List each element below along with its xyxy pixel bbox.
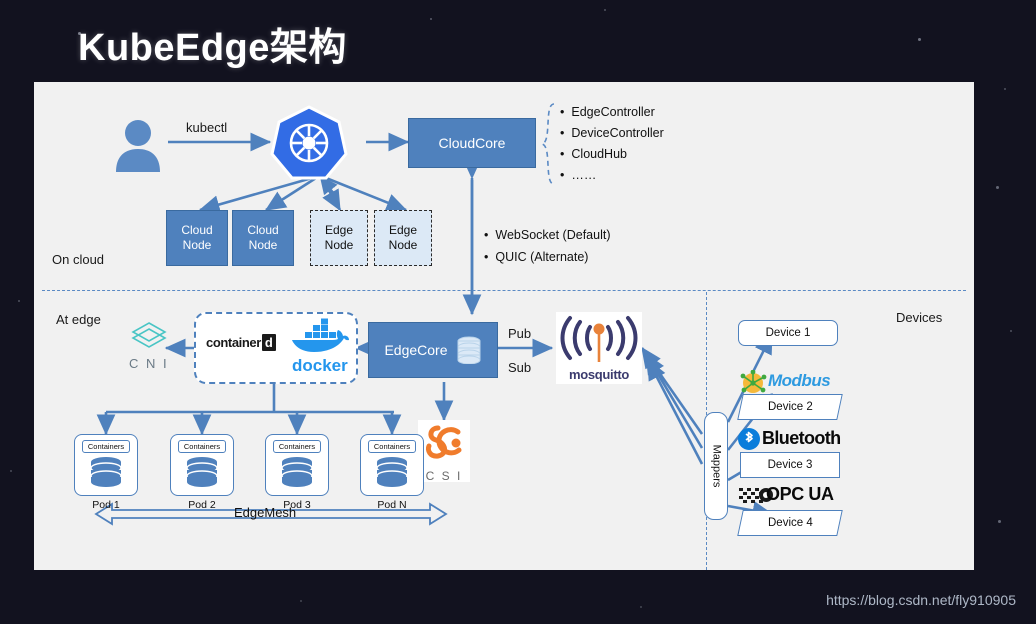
architecture-diagram: On cloud At edge Devices kubectl bbox=[34, 82, 974, 570]
bluetooth-label: Bluetooth bbox=[762, 428, 841, 448]
modbus-label: Modbus bbox=[768, 371, 831, 390]
pod-3[interactable]: Containers Pod 3 bbox=[265, 434, 329, 511]
containers-chip: Containers bbox=[177, 440, 227, 453]
containerd-logo: container d bbox=[206, 334, 276, 351]
csi-label: C S I bbox=[425, 469, 463, 483]
node-line-1: Edge bbox=[388, 223, 418, 237]
page-title: KubeEdge架构 bbox=[78, 27, 347, 69]
edgecore-label: EdgeCore bbox=[384, 342, 448, 358]
database-icon bbox=[186, 457, 218, 487]
database-icon bbox=[376, 457, 408, 487]
node-line-1: Edge bbox=[324, 223, 354, 237]
device-1-box[interactable]: Device 1 bbox=[738, 320, 838, 346]
transport-protocol: WebSocket (Default) bbox=[484, 224, 610, 246]
cni-icon bbox=[126, 320, 172, 354]
cloud-edge-divider bbox=[42, 290, 966, 291]
docker-label: docker bbox=[292, 356, 348, 375]
database-icon bbox=[281, 457, 313, 487]
cni-label: C N I bbox=[129, 356, 169, 371]
node-line-1: Cloud bbox=[247, 223, 279, 237]
cloudcore-box[interactable]: CloudCore bbox=[408, 118, 536, 168]
node-line-2: Node bbox=[182, 238, 212, 252]
cloudcore-brace bbox=[541, 103, 555, 185]
node-line-1: Cloud bbox=[181, 223, 213, 237]
cloudcore-component: DeviceController bbox=[560, 123, 663, 144]
sub-label: Sub bbox=[508, 360, 532, 375]
bluetooth-logo: Bluetooth bbox=[738, 428, 848, 452]
zone-label-at-edge: At edge bbox=[56, 312, 101, 327]
containers-chip: Containers bbox=[367, 440, 417, 453]
zone-label-devices: Devices bbox=[896, 310, 943, 325]
device-name: Device 1 bbox=[765, 327, 811, 339]
edgecore-box[interactable]: EdgeCore bbox=[368, 322, 498, 378]
cloudcore-component: CloudHub bbox=[560, 144, 664, 165]
kubectl-label: kubectl bbox=[186, 120, 228, 135]
transport-protocol-list: WebSocket (Default) QUIC (Alternate) bbox=[484, 224, 611, 268]
cloud-node-2[interactable]: Cloud Node bbox=[232, 210, 294, 266]
containers-chip: Containers bbox=[272, 440, 322, 453]
database-icon bbox=[457, 336, 481, 364]
opcua-logo: OPC UA bbox=[738, 484, 848, 510]
containerd-label: container bbox=[206, 335, 261, 350]
database-icon bbox=[90, 457, 122, 487]
node-line-2: Node bbox=[388, 238, 418, 252]
edgemesh-label: EdgeMesh bbox=[234, 505, 297, 520]
node-line-2: Node bbox=[248, 238, 278, 252]
device-4-box[interactable]: Device 4 bbox=[737, 510, 843, 536]
device-3-box[interactable]: Device 3 bbox=[740, 452, 840, 478]
device-name: Device 3 bbox=[767, 459, 813, 471]
node-line-2: Node bbox=[324, 238, 354, 252]
mosquitto-label: mosquitto bbox=[568, 367, 630, 382]
pod-name: Pod 2 bbox=[188, 499, 216, 511]
pod-name: Pod N bbox=[377, 499, 407, 511]
docker-whale-icon bbox=[288, 318, 350, 358]
cloudcore-component: …… bbox=[560, 165, 664, 186]
edge-node-1[interactable]: Edge Node bbox=[310, 210, 368, 266]
csi-logo: C S I bbox=[418, 420, 470, 483]
mosquitto-logo: mosquitto bbox=[556, 312, 642, 384]
pub-label: Pub bbox=[508, 326, 532, 341]
device-name: Device 4 bbox=[767, 517, 813, 529]
modbus-logo: Modbus bbox=[738, 369, 842, 396]
transport-protocol: QUIC (Alternate) bbox=[484, 246, 611, 268]
cloudcore-component-list: EdgeController DeviceController CloudHub… bbox=[560, 102, 664, 186]
mappers-box[interactable]: Mappers bbox=[704, 412, 728, 520]
edge-node-2[interactable]: Edge Node bbox=[374, 210, 432, 266]
user-icon bbox=[112, 116, 164, 172]
zone-label-on-cloud: On cloud bbox=[52, 252, 105, 267]
kubernetes-icon bbox=[270, 104, 348, 182]
containerd-mark: d bbox=[261, 334, 276, 351]
pod-name: Pod 1 bbox=[92, 499, 120, 511]
pod-2[interactable]: Containers Pod 2 bbox=[170, 434, 234, 511]
opcua-label: OPC UA bbox=[766, 484, 834, 504]
device-2-box[interactable]: Device 2 bbox=[737, 394, 843, 420]
device-name: Device 2 bbox=[767, 401, 813, 413]
mappers-label: Mappers bbox=[710, 444, 723, 488]
cloud-node-1[interactable]: Cloud Node bbox=[166, 210, 228, 266]
pod-n[interactable]: Containers Pod N bbox=[360, 434, 424, 511]
watermark: https://blog.csdn.net/fly910905 bbox=[826, 592, 1016, 608]
cloudcore-component: EdgeController bbox=[560, 102, 664, 123]
pod-name: Pod 3 bbox=[283, 499, 311, 511]
containers-chip: Containers bbox=[81, 440, 131, 453]
pod-1[interactable]: Containers Pod 1 bbox=[74, 434, 138, 511]
